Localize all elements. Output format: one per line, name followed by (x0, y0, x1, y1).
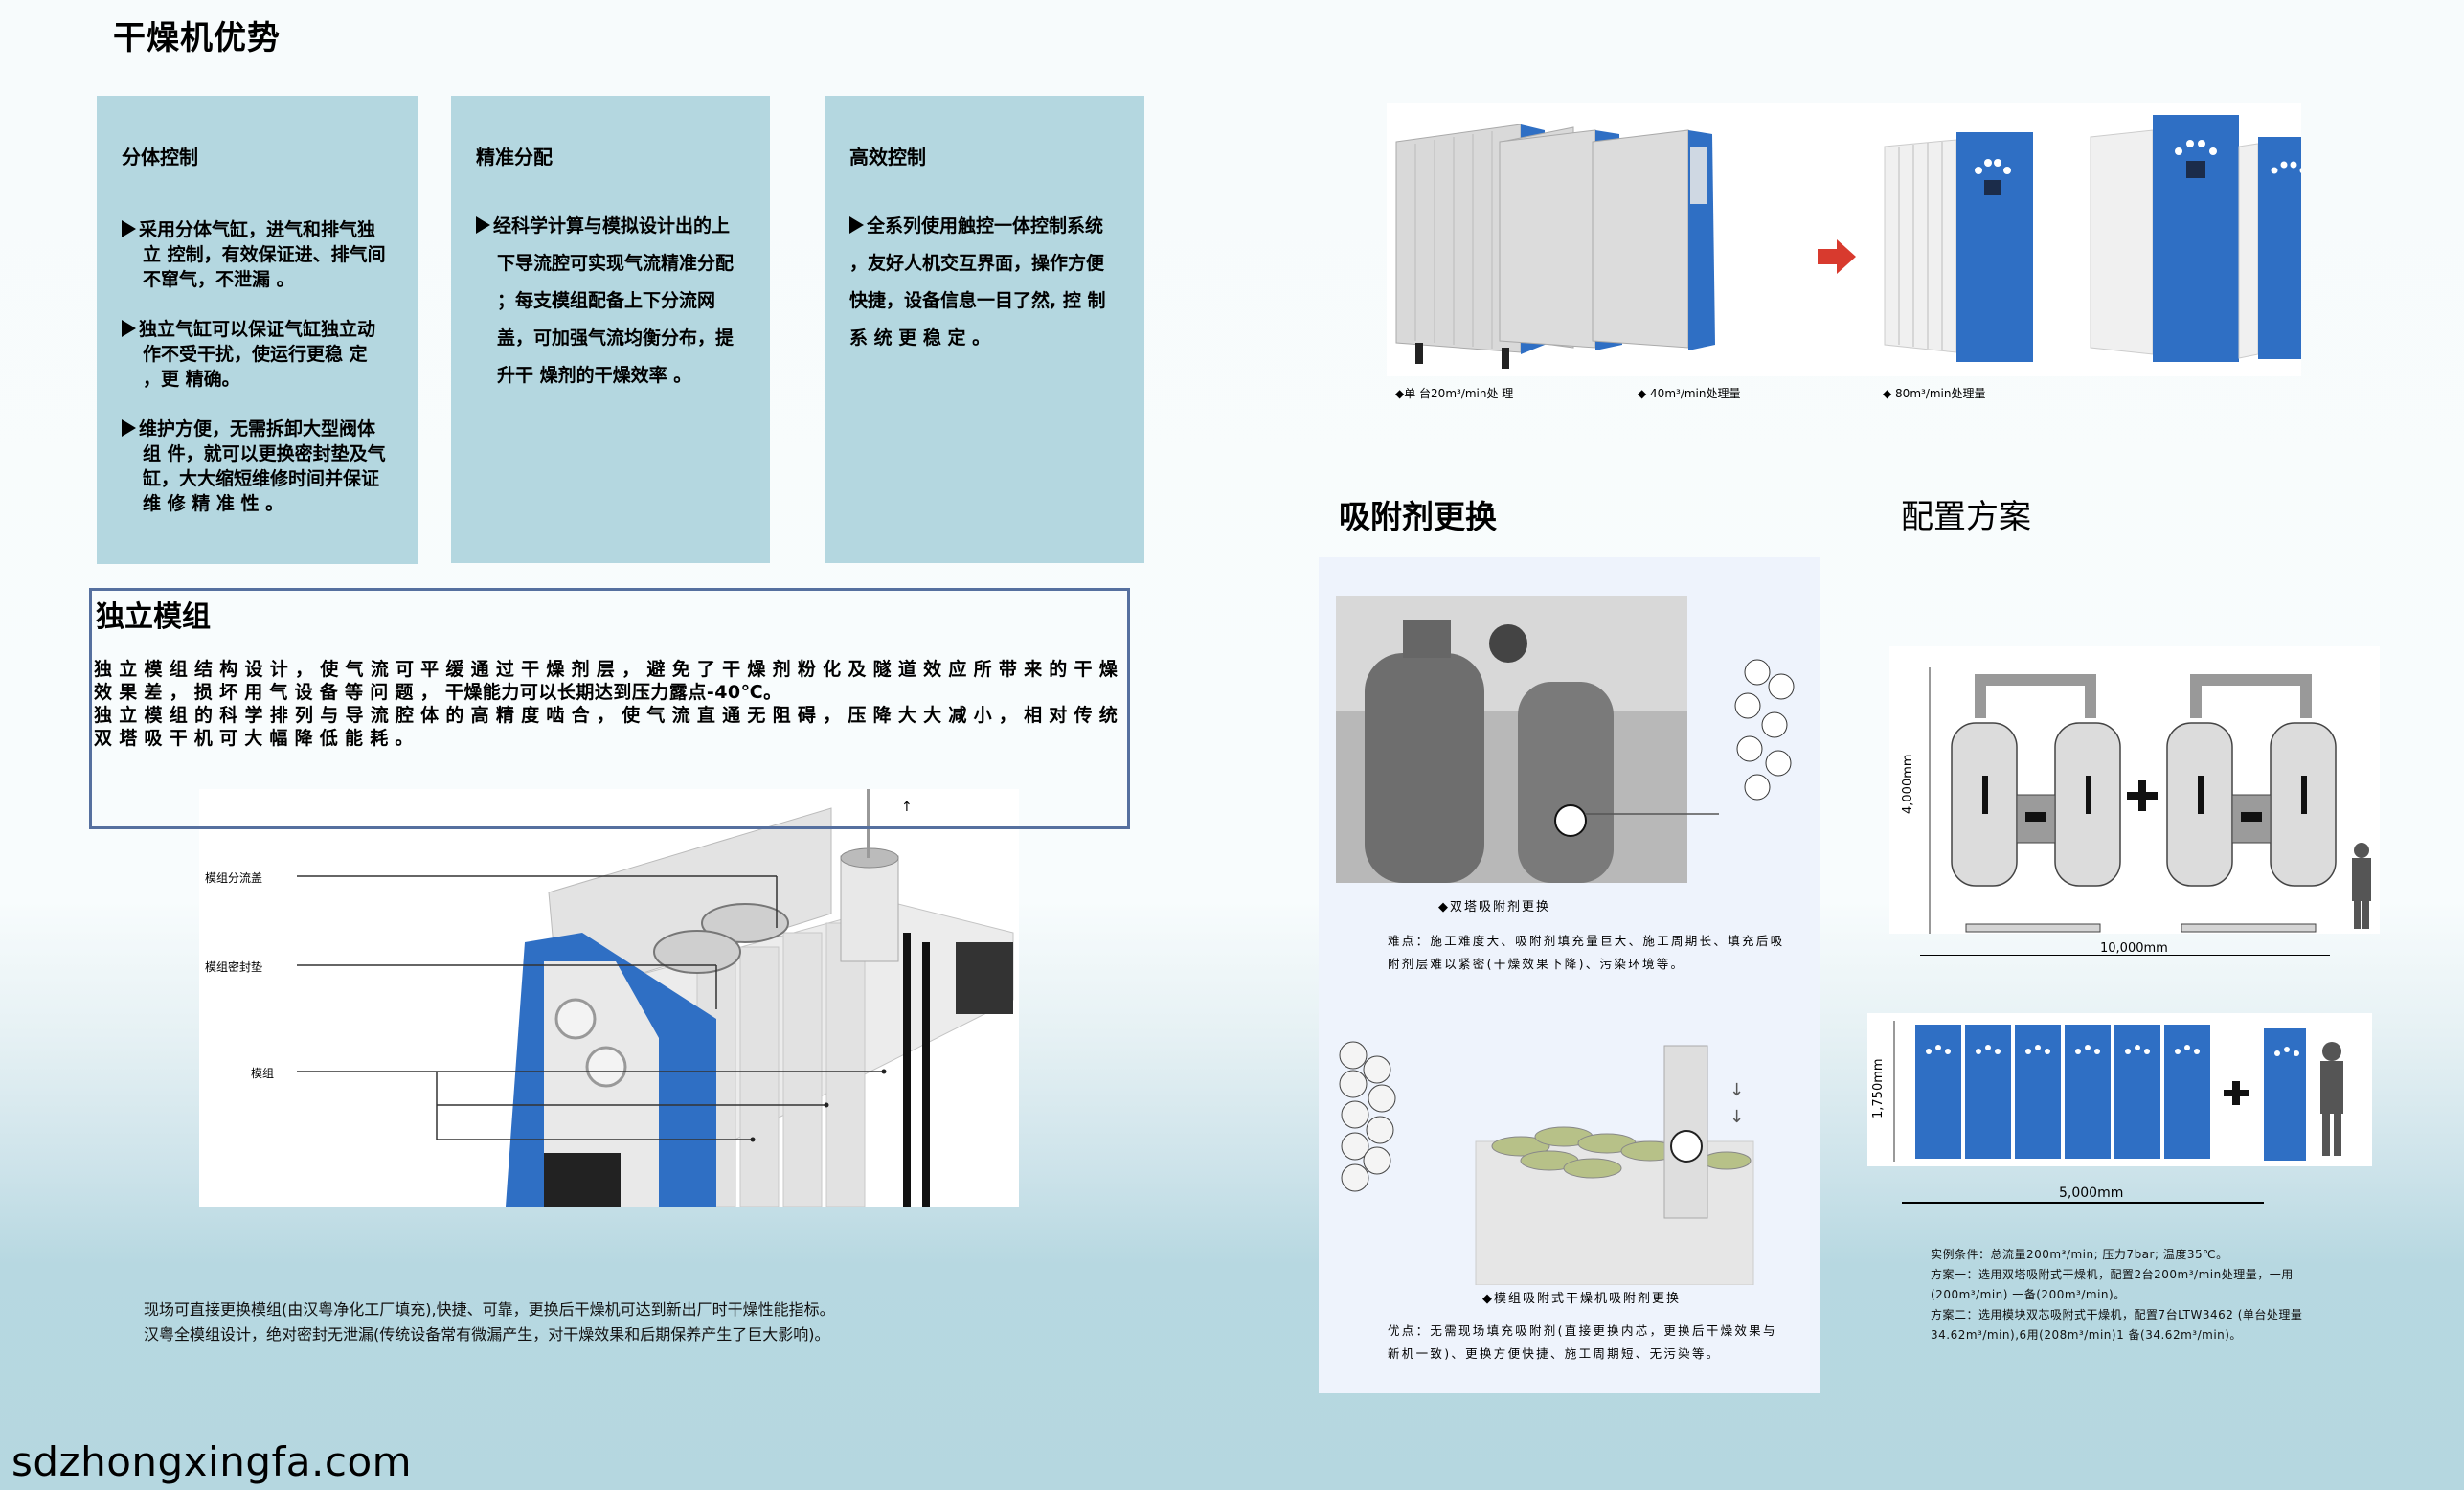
triangle-bullet-icon (122, 220, 136, 237)
website-watermark: sdzhongxingfa.com (11, 1438, 413, 1485)
height-dimension-label-2: 1,750mm (1871, 1058, 1886, 1118)
bullet-item: 采用分体气缸，进气和排气独 立 控制，有效保证进、排气间 不窜气，不泄漏 。 (122, 217, 393, 292)
card-title: 精准分配 (476, 146, 553, 169)
width-dimension-label: 10,000mm (2100, 941, 2168, 956)
bullet-item: 维护方便，无需拆卸大型阀体 组 件，就可以更换密封垫及气 缸，大大缩短维修时间并… (122, 417, 393, 516)
triangle-bullet-icon (476, 216, 490, 234)
feature-card-efficient-control: 高效控制 全系列使用触控一体控制系统 ，友好人机交互界面，操作方便 快捷，设备信… (825, 96, 1144, 563)
module-adsorbent-caption: ◆模组吸附式干燥机吸附剂更换 (1482, 1292, 1681, 1306)
module-adsorbent-illustration: ↓ ↓ (1339, 1041, 1754, 1285)
module-notes: 现场可直接更换模组(由汉粤净化工厂填充),快捷、可靠，更换后干燥机可达到新出厂时… (144, 1300, 835, 1343)
width-dimension-line-2 (1902, 1202, 2264, 1204)
bullet-item: 经科学计算与模拟设计出的上 下导流腔可实现气流精准分配 ；每支模组配备上下分流网… (476, 208, 745, 395)
svg-text:↓: ↓ (1729, 1107, 1744, 1127)
bullet-item: 全系列使用触控一体控制系统 ，友好人机交互界面，操作方便 快捷，设备信息一目了然… (849, 215, 1106, 349)
product-caption-80: ◆ 80m³/min处理量 (1883, 387, 1986, 400)
config-notes: 实例条件：总流量200m³/min; 压力7bar; 温度35℃。 方案一：选用… (1931, 1248, 2303, 1342)
adsorbent-panel: ◆双塔吸附剂更换 难点：施工难度大、吸附剂填充量巨大、施工周期长、填充后吸 附剂… (1319, 557, 1820, 1393)
adsorbent-section-title: 吸附剂更换 (1339, 498, 1497, 535)
triangle-bullet-icon (122, 320, 136, 337)
callout-module-seal-gasket: 模组密封垫 (205, 960, 263, 974)
config-section-title: 配置方案 (1901, 498, 2031, 536)
product-caption-20: ◆单 台20m³/min处 理 (1395, 387, 1514, 400)
module-info-frame: 独立模组 独立模组结构设计，使气流可平缓通过干燥剂层，避免了干燥剂粉化及隧道效应… (89, 588, 1130, 829)
twin-tower-caption: ◆双塔吸附剂更换 (1438, 900, 1550, 914)
twin-tower-photo (1336, 596, 1795, 883)
product-caption-40: ◆ 40m³/min处理量 (1638, 387, 1741, 400)
card-title: 分体控制 (122, 146, 198, 169)
callout-module: 模组 (251, 1067, 275, 1080)
height-dimension-label: 4,000mm (1901, 754, 1915, 814)
modular-config-diagram: 1,750mm (1867, 1013, 2372, 1166)
module-exploded-image: 模组分流盖 模组密封垫 模组 (199, 789, 1019, 1207)
module-adsorbent-description: 优点：无需现场填充吸附剂(直接更换内芯，更换后干燥效果与 新机一致)、更换方便快… (1388, 1323, 1777, 1361)
width-dimension-label-2: 5,000mm (2059, 1185, 2124, 1201)
feature-card-precise-distribution: 精准分配 经科学计算与模拟设计出的上 下导流腔可实现气流精准分配 ；每支模组配备… (451, 96, 770, 563)
arrow-right-icon (1818, 239, 1856, 274)
dryer-product-illustration (1395, 115, 2301, 369)
callout-module-diverter-cap: 模组分流盖 (205, 871, 263, 885)
bullet-item: 独立气缸可以保证气缸独立动 作不受干扰，使运行更稳 定 ，更 精确。 (122, 317, 393, 392)
card-title: 高效控制 (849, 146, 926, 169)
svg-text:↓: ↓ (1729, 1080, 1744, 1100)
twin-tower-dryer-illustration (1929, 667, 2371, 934)
modular-dryer-row-illustration (1893, 1021, 2343, 1162)
width-dimension-line (1920, 955, 2330, 956)
module-section-title: 独立模组 (96, 600, 211, 634)
triangle-bullet-icon (122, 419, 136, 437)
up-arrow-icon: ↑ (901, 800, 913, 815)
page-title: 干燥机优势 (113, 19, 281, 57)
module-description: 独立模组结构设计，使气流可平缓通过干燥剂层，避免了干燥剂粉化及隧道效应所带来的干… (94, 659, 1124, 749)
product-lineup-image (1387, 103, 2301, 376)
twin-tower-description: 难点：施工难度大、吸附剂填充量巨大、施工周期长、填充后吸 附剂层难以紧密(干燥效… (1388, 934, 1785, 971)
dryer-module-illustration (297, 789, 1014, 1207)
feature-card-split-control: 分体控制 采用分体气缸，进气和排气独 立 控制，有效保证进、排气间 不窜气，不泄… (97, 96, 418, 564)
triangle-bullet-icon (849, 216, 864, 234)
twin-tower-config-diagram: 4,000mm (1889, 646, 2380, 934)
